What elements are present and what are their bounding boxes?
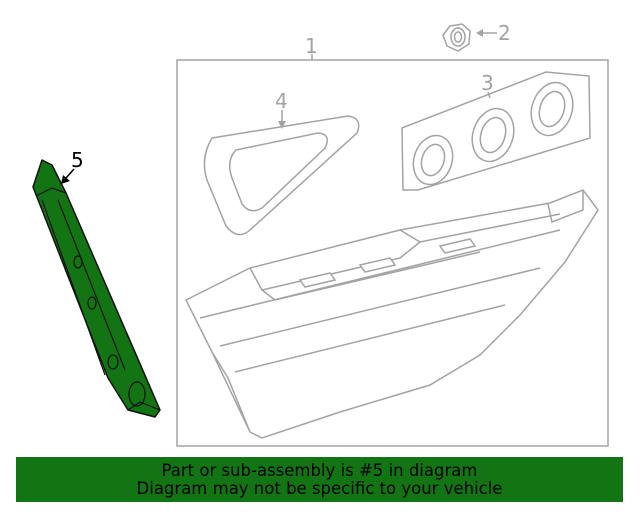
callout-4[interactable]: 4	[275, 89, 288, 129]
part-4-seal[interactable]	[203, 115, 360, 236]
part-2-nut[interactable]	[442, 23, 471, 52]
banner-line-disclaimer: Diagram may not be specific to your vehi…	[136, 478, 503, 498]
part-5-body	[32, 159, 161, 418]
part-1-lamp-assembly[interactable]	[184, 189, 599, 439]
callout-5[interactable]: 5	[61, 148, 84, 184]
callout-4-number: 4	[275, 89, 288, 113]
callout-3-leader	[487, 91, 491, 99]
callout-2-number: 2	[498, 21, 511, 45]
part-3-gasket[interactable]	[401, 71, 591, 191]
banner-line-part: Part or sub-assembly is #5 in diagram	[161, 460, 478, 480]
callout-5-number: 5	[71, 148, 84, 172]
callout-5-arrow	[61, 175, 70, 184]
part-5-details	[35, 187, 161, 411]
callout-2[interactable]: 2	[476, 21, 511, 45]
callout-2-arrow	[476, 29, 483, 37]
assembly-frame	[176, 59, 609, 447]
callout-3-number: 3	[481, 71, 494, 95]
callout-1-number: 1	[305, 34, 318, 58]
callout-5-leader	[65, 168, 75, 179]
part-5-highlighted[interactable]	[32, 159, 161, 418]
callout-1[interactable]: 1	[305, 34, 318, 60]
callout-4-arrow	[278, 121, 286, 129]
info-banner: Part or sub-assembly is #5 in diagram Di…	[16, 457, 623, 502]
callout-3[interactable]: 3	[481, 71, 494, 99]
info-banner-background	[16, 457, 623, 502]
